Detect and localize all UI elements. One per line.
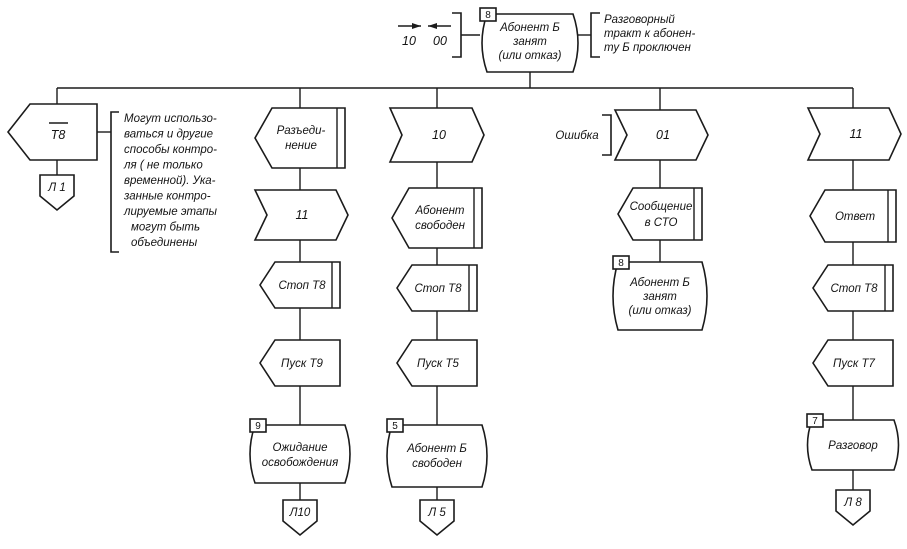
stop-timer-shape: [259, 261, 341, 309]
state-badge-box: [806, 413, 824, 428]
branch-timer-t8: Т8 Л 1: [6, 103, 98, 212]
signal-code-banner: [388, 107, 485, 163]
start-timer-shape: [396, 339, 478, 387]
state-text-line: освобождения: [262, 457, 338, 469]
state-text-line: занят: [512, 36, 547, 48]
branch-release: Разъеди- нение 11 Стоп Т8 Пуск Т9 9 Ожид…: [249, 107, 351, 537]
branch-error: Ошибка 01 Сообщение в СТО 8 Абонент Б за…: [555, 109, 709, 331]
state-badge-box: [612, 255, 630, 270]
start-timer-label: Пуск Т7: [833, 358, 875, 370]
signal-code-banner: [253, 189, 349, 241]
start-timer-label: Пуск Т9: [281, 358, 323, 370]
state-shape-free: [386, 424, 488, 488]
start-timer-shape: [259, 339, 341, 387]
state-text-line: Разговор: [828, 440, 878, 452]
code-label: 01: [656, 128, 670, 142]
state-text-line: Ожидание: [272, 442, 327, 454]
connector-label: Л10: [289, 507, 311, 519]
signal-line: Ответ: [835, 211, 876, 223]
state-shape-busy-top: [481, 13, 579, 73]
connector-pentagon-l10: [282, 499, 318, 537]
forward-signal-label: 10: [402, 34, 416, 48]
side-note-line: занные контро-: [123, 191, 211, 203]
state-shape-conversation: [806, 419, 900, 471]
connector-label: Л 8: [843, 497, 862, 509]
state-text-line: занят: [642, 291, 677, 303]
state-text-line: (или отказ): [628, 305, 691, 317]
side-note-line: могут быть: [131, 222, 200, 234]
signal-in-answer: [809, 189, 897, 243]
release-line: нение: [285, 140, 317, 152]
backward-signal-label: 00: [433, 34, 447, 48]
stop-timer-shape: [396, 264, 478, 312]
header-note-line: тракт к абонен-: [604, 28, 696, 40]
side-note-line: ля ( не только: [123, 160, 203, 172]
state-shape-busy: [612, 261, 708, 331]
stop-timer-label: Стоп Т8: [830, 283, 878, 295]
state-text-line: Абонент Б: [629, 277, 690, 289]
start-timer-label: Пуск Т5: [417, 358, 459, 370]
left-bracket: [452, 12, 462, 58]
code-label: 10: [432, 128, 446, 142]
state-badge-number: 9: [255, 421, 261, 432]
side-note-line: ваться и другие: [124, 129, 213, 141]
signal-code-banner: [613, 109, 709, 161]
header-state-block: 8 Абонент Б занят (или отказ): [479, 7, 579, 73]
header-note-line: Разговорный: [604, 14, 675, 26]
state-badge-number: 8: [618, 258, 624, 269]
state-shape-waiting: [249, 424, 351, 484]
signal-line: свободен: [415, 220, 466, 232]
side-note: Могут использо- ваться и другие способы …: [110, 111, 218, 253]
signal-in-release: [254, 107, 346, 169]
signal-code-banner: [806, 107, 902, 161]
side-note-line: объединены: [131, 237, 198, 249]
state-badge-number: 8: [485, 10, 491, 21]
connector-pentagon-l8: [835, 489, 871, 527]
branch-answer: 11 Ответ Стоп Т8 Пуск Т7 7 Разговор Л 8: [806, 107, 902, 527]
stop-timer-label: Стоп Т8: [278, 280, 326, 292]
connector-label: Л 5: [427, 507, 446, 519]
start-timer-shape: [812, 339, 894, 387]
connector-pentagon-l1: [39, 174, 75, 212]
header-note-line: ту Б проключен: [604, 42, 691, 54]
state-text-line: свободен: [412, 458, 463, 470]
header-note: Разговорный тракт к абонен- ту Б проключ…: [590, 12, 696, 58]
state-text-line: Абонент Б: [499, 22, 560, 34]
header-signals: 10 00: [398, 12, 462, 58]
signal-line: в СТО: [645, 217, 678, 229]
error-label: Ошибка: [555, 130, 598, 142]
side-note-line: способы контро-: [124, 144, 217, 156]
error-bracket: [602, 114, 612, 156]
side-note-line: Могут использо-: [124, 113, 217, 125]
state-badge-number: 7: [812, 416, 818, 427]
connector-pentagon-l5: [419, 499, 455, 537]
connector-label: Л 1: [47, 182, 65, 194]
side-note-line: временной). Ука-: [124, 175, 216, 187]
stop-timer-label: Стоп Т8: [414, 283, 462, 295]
state-badge-box: [249, 418, 267, 433]
right-bracket: [590, 12, 600, 58]
release-line: Разъеди-: [277, 125, 326, 137]
state-text-line: Абонент Б: [406, 443, 467, 455]
forward-arrow-icon: [398, 23, 421, 29]
t8-label: Т8: [51, 128, 66, 142]
note-bracket: [110, 111, 119, 253]
state-badge-number: 5: [392, 421, 398, 432]
branch-subscriber-free: 10 Абонент свободен Стоп Т8 Пуск Т5 5 Аб…: [386, 107, 488, 537]
stop-timer-shape: [812, 264, 894, 312]
code-label: 11: [850, 127, 863, 141]
side-note-line: лируемые этапы: [123, 206, 218, 218]
signal-line: Сообщение: [630, 201, 693, 213]
code-label: 11: [296, 208, 309, 222]
signal-in-message-sto: [617, 187, 703, 241]
state-badge-box: [479, 7, 497, 22]
signal-flag-t8: [6, 103, 98, 161]
state-text-line: (или отказ): [498, 50, 561, 62]
state-badge-box: [386, 418, 404, 433]
signal-in-subscriber-free: [391, 187, 483, 249]
connector-lines: [56, 34, 854, 500]
signal-line: Абонент: [414, 205, 464, 217]
backward-arrow-icon: [428, 23, 451, 29]
